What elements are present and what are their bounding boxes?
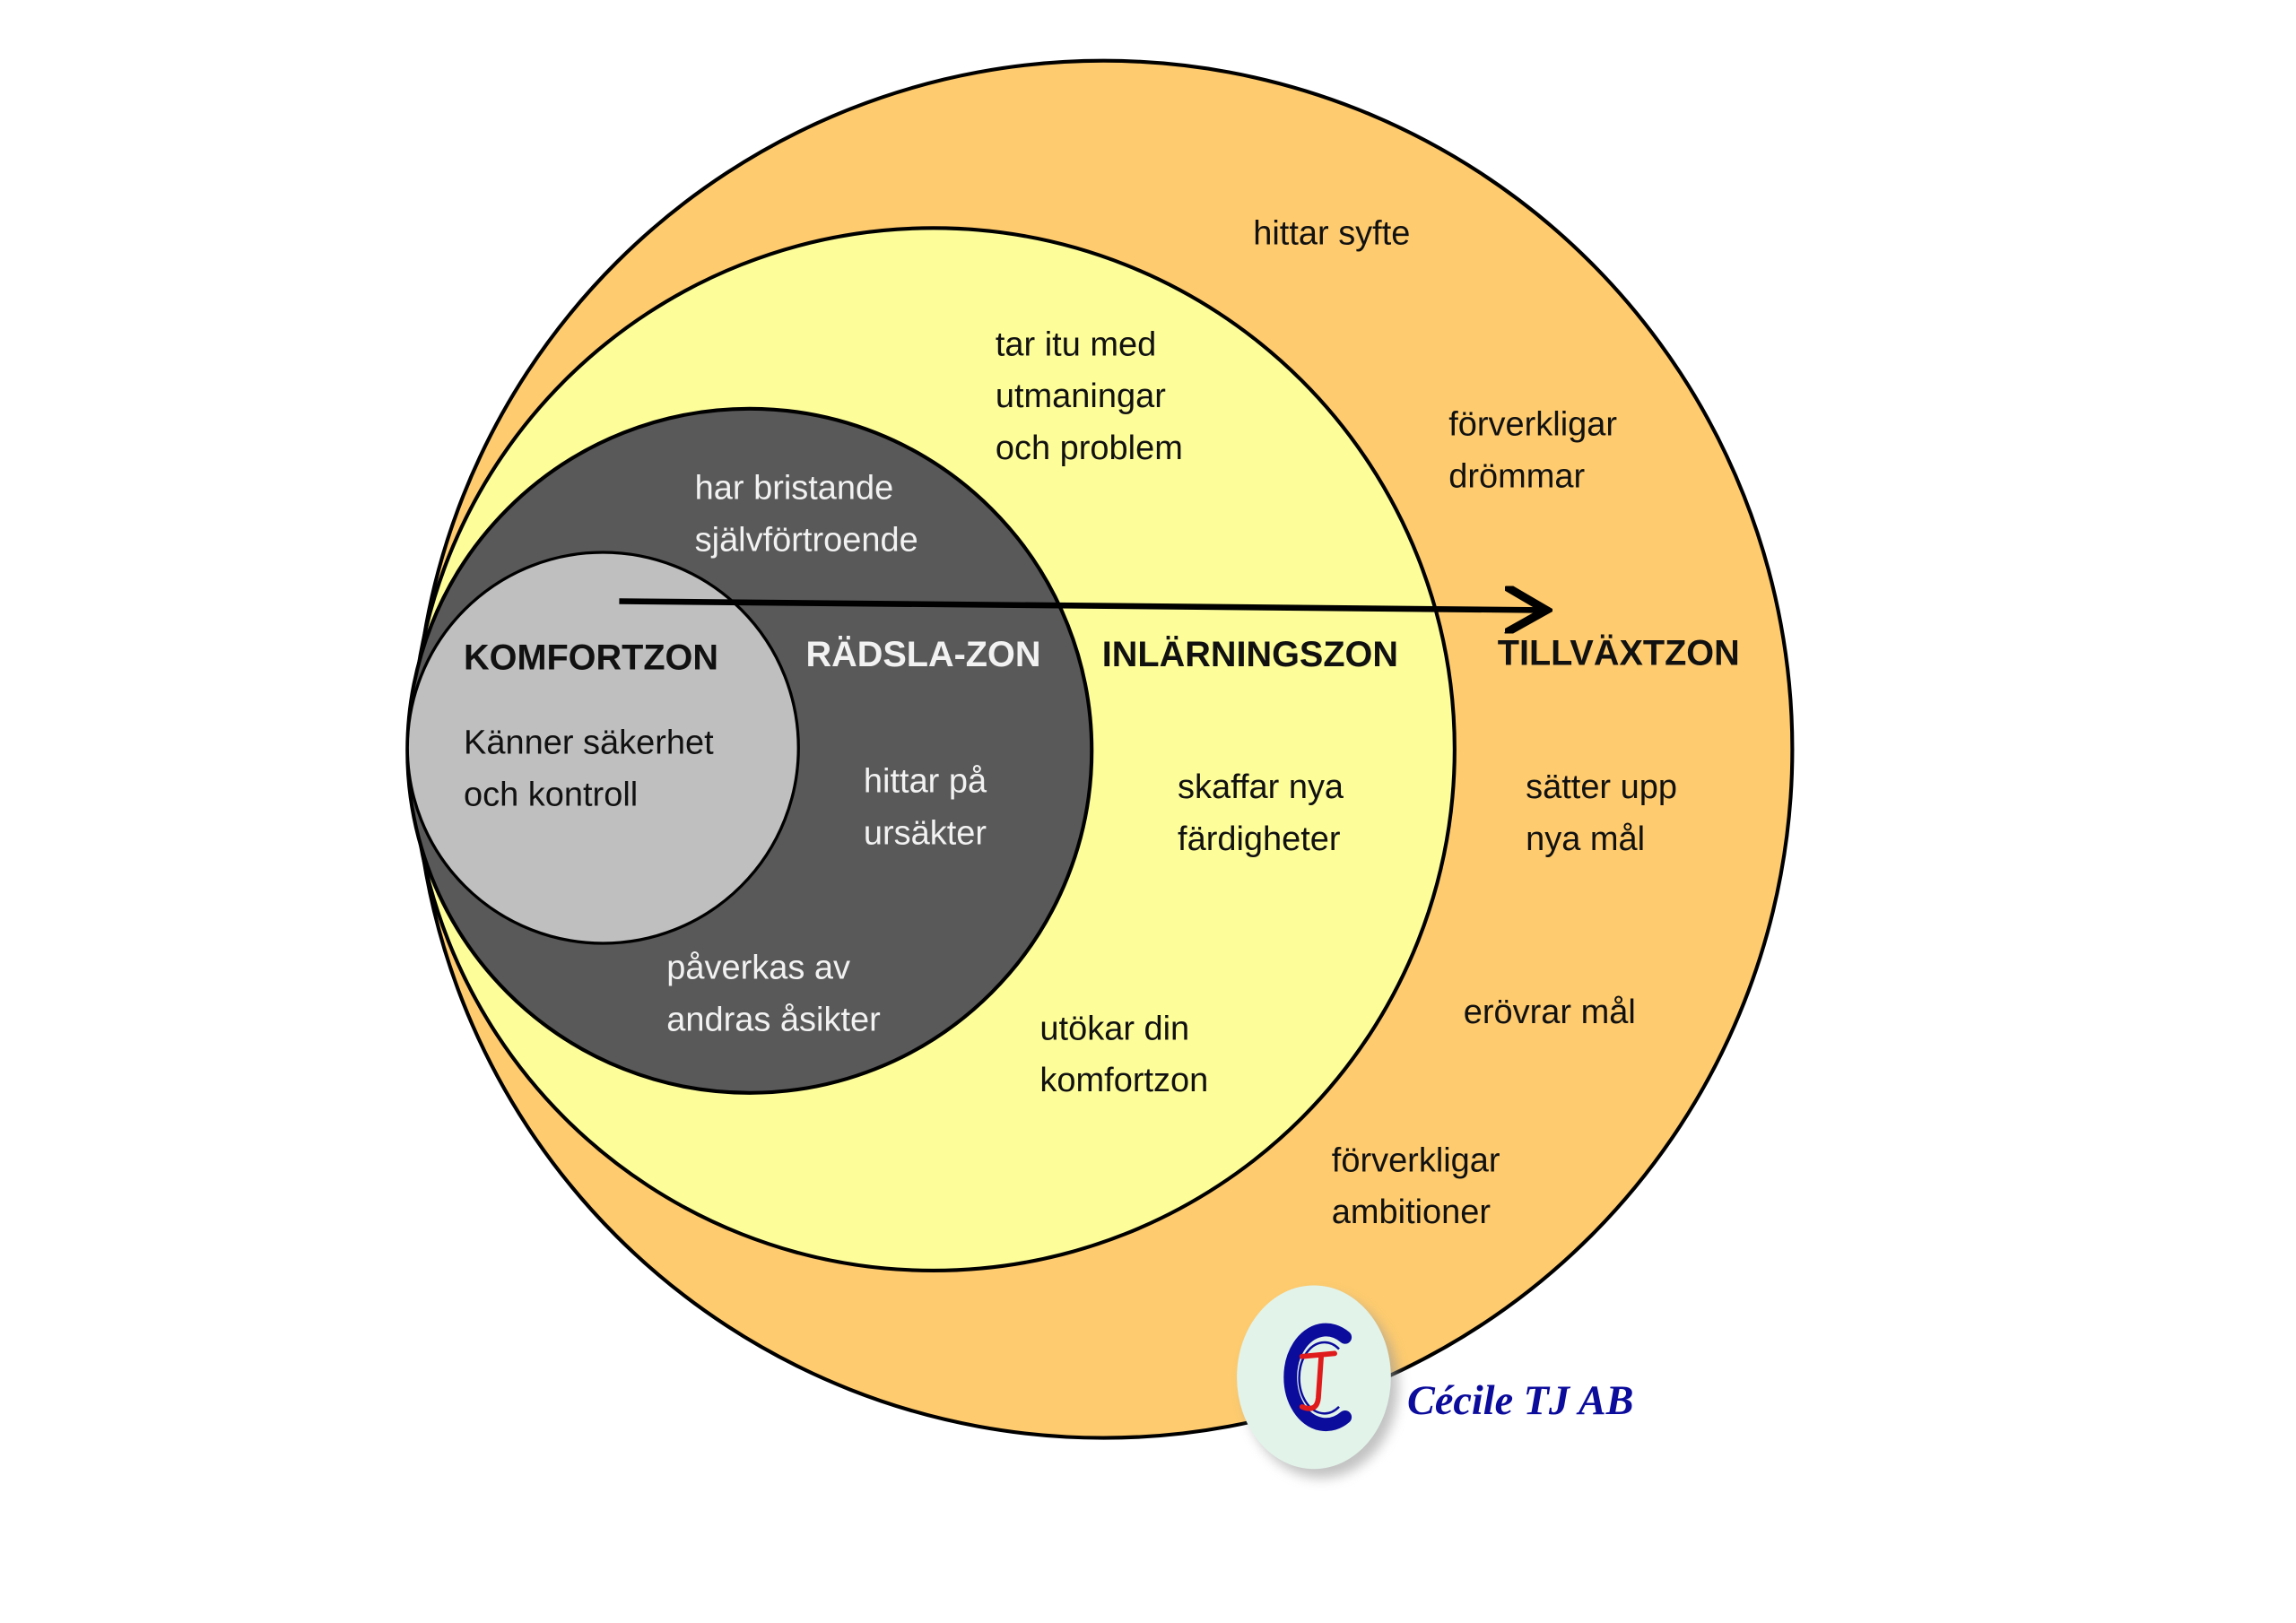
learning-zone-item: och problem [996,430,1183,467]
comfort-zone-title: KOMFORTZON [464,638,718,677]
learning-zone-item: komfortzon [1039,1062,1208,1099]
fear-zone-title: RÄDSLA-ZON [806,635,1041,674]
learning-zone-item: utmaningar [996,378,1166,415]
learning-zone-item: tar itu med [996,325,1156,363]
company-logo: Cécile TJ AB [1237,1285,1634,1479]
learning-zone-item: färdigheter [1178,820,1341,858]
fear-zone-item: ursäkter [864,814,987,852]
comfort-zone-text: Känner säkerhet [464,725,714,762]
logo-monogram-c [1283,1323,1352,1432]
comfort-zone-circle [405,551,800,945]
growth-zone-item: drömmar [1448,457,1585,495]
fear-zone-item: hittar på [864,763,987,801]
learning-zone-item: skaffar nya [1178,768,1344,806]
growth-zone-item: förverkligar [1448,406,1617,444]
fear-zone-item: har bristande [695,470,894,508]
logo-text: Cécile TJ AB [1407,1378,1634,1424]
fear-zone-item: självförtroende [695,521,918,559]
learning-zone-title: INLÄRNINGSZON [1102,635,1398,674]
comfort-zone-text: och kontroll [464,776,638,813]
growth-arrow [619,601,1540,610]
fear-zone-item: påverkas av [666,950,850,987]
logo-monogram-c-inner [1298,1341,1340,1415]
growth-zone-item: nya mål [1526,820,1645,858]
learning-zone-item: utökar din [1039,1010,1189,1047]
logo-badge [1237,1285,1391,1470]
growth-zone-item: sätter upp [1526,768,1677,806]
growth-zone-item: erövrar mål [1464,994,1636,1031]
logo-monogram-j [1299,1350,1337,1411]
growth-zone-item: hittar syfte [1253,214,1410,252]
growth-zone-title: TILLVÄXTZON [1498,634,1740,673]
fear-zone-item: andras åsikter [666,1001,881,1038]
growth-zone-item: förverkligar [1332,1141,1500,1179]
growth-zone-item: ambitioner [1332,1193,1492,1231]
